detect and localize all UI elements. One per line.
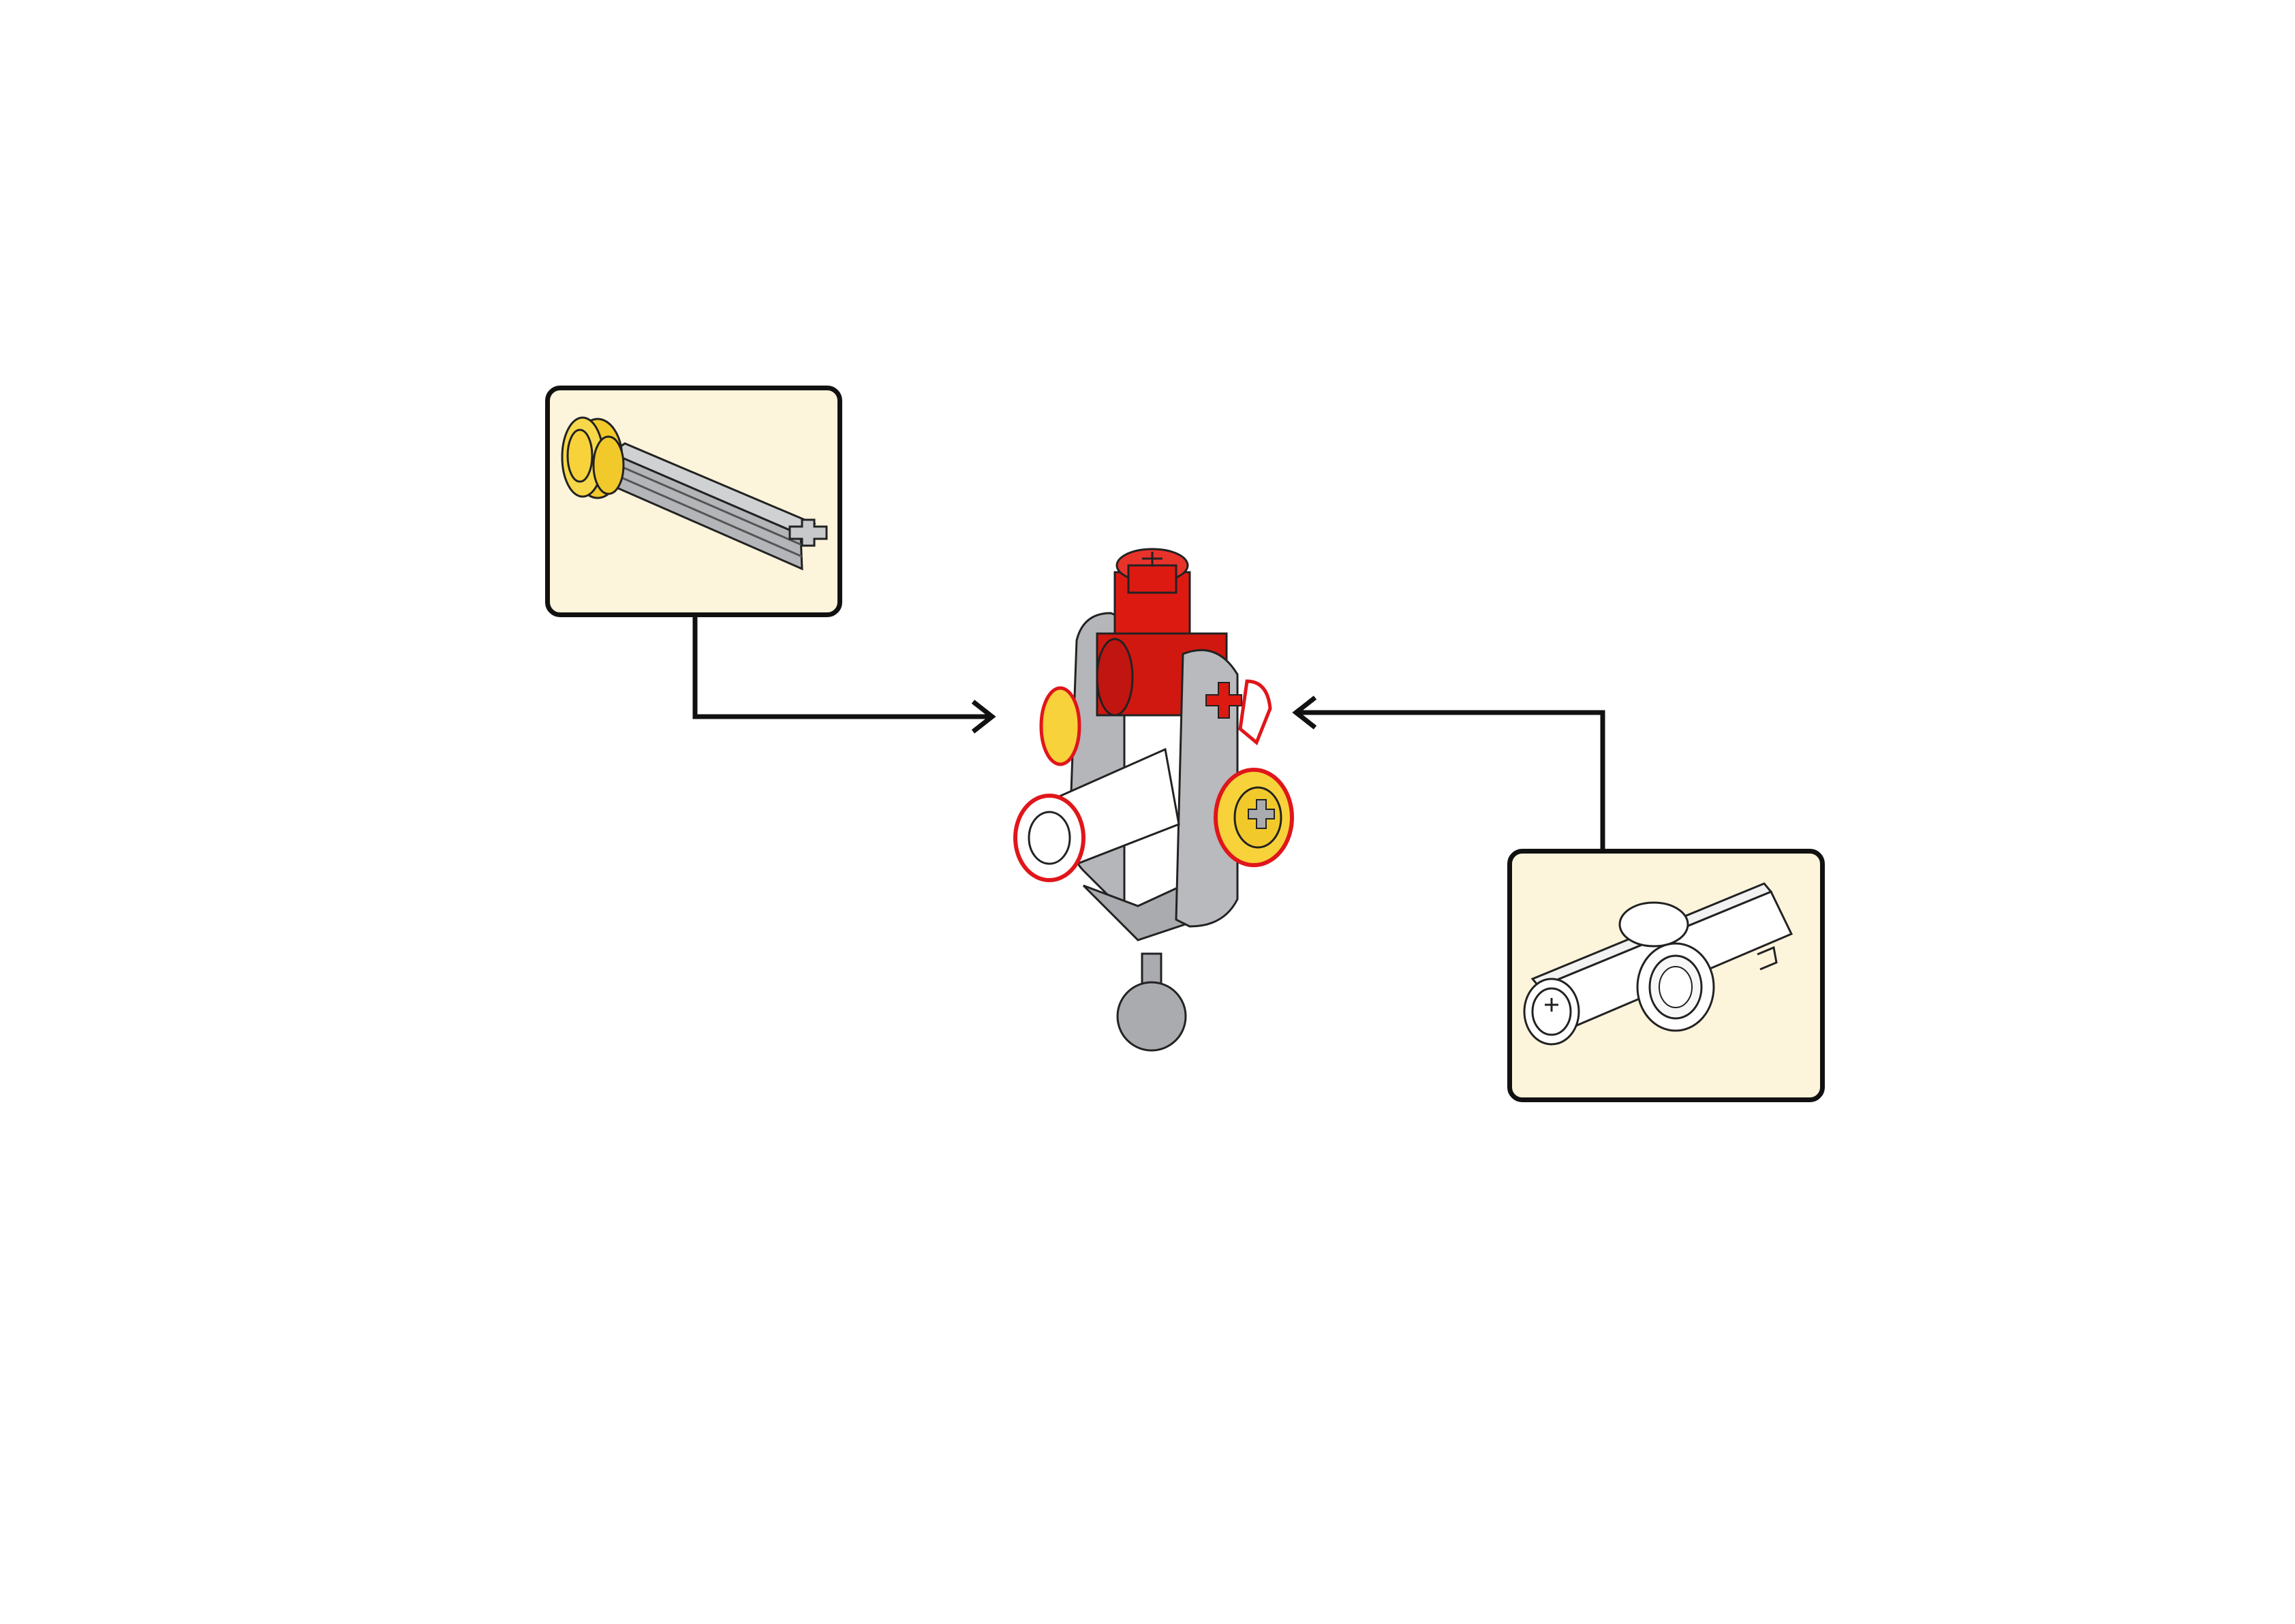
ball-joint-assembly: [995, 531, 1308, 1076]
axle-with-bush-icon: [561, 416, 828, 571]
callout-connector: [1507, 849, 1825, 1102]
arrowhead-axle: [971, 700, 996, 734]
yellow-bush-right: [1214, 768, 1294, 867]
leader-line-connector: [1299, 710, 1605, 849]
yellow-bush-left: [1039, 686, 1081, 766]
gray-ball: [1116, 981, 1187, 1052]
white-connector-right: [1238, 679, 1272, 746]
cross-axle-connector-icon: [1523, 882, 1793, 1046]
ball-joint-assembly-icon: [1013, 548, 1294, 1052]
white-connector-left: [1013, 747, 1180, 882]
leader-line-axle: [692, 617, 989, 719]
callout-axle: [545, 386, 842, 617]
